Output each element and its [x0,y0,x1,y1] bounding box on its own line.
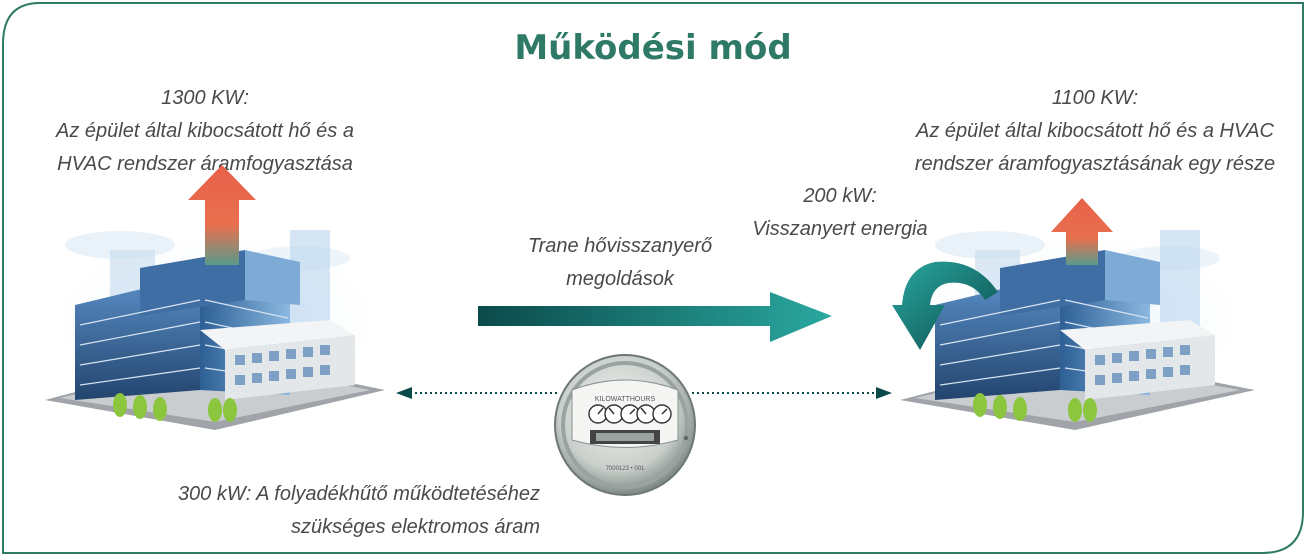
power-flow-arrows [396,387,892,399]
recovery-curl-arrow [892,261,998,350]
left-heat-arrow [188,165,256,265]
right-line2: rendszer áramfogyasztásának egy része [914,153,1276,175]
trane-solution-label: Trane hővisszanyerő megoldások [505,230,735,296]
left-line2: HVAC rendszer áramfogyasztása [57,153,353,175]
chiller-line1: 300 kW: A folyadékhűtő működtetéséhez [177,483,540,505]
recovered-value: 200 kW: [803,185,877,207]
diagram-title: Működési mód [514,28,792,68]
left-building-label: 1300 KW: Az épület által kibocsátott hő … [30,82,380,181]
trane-line1: Trane hővisszanyerő [527,235,713,257]
recovered-text: Visszanyert energia [752,218,928,240]
right-value: 1100 KW: [1051,87,1139,109]
meter-label: KILOWATTHOURS [595,396,656,403]
right-building-label: 1100 KW: Az épület által kibocsátott hő … [890,82,1300,181]
left-building-illustration [35,165,395,430]
electric-meter-icon: KILOWATTHOURS 7000123 • 001 [554,354,696,496]
chiller-power-label: 300 kW: A folyadékhűtő működtetéséhez sz… [100,478,540,544]
trane-line2: megoldások [566,268,674,290]
right-heat-arrow [1051,198,1113,265]
recovered-energy-label: 200 kW: Visszanyert energia [740,180,940,246]
right-line1: Az épület által kibocsátott hő és a HVAC [916,120,1274,142]
right-building-illustration [892,198,1260,430]
chiller-line2: szükséges elektromos áram [291,516,540,538]
left-line1: Az épület által kibocsátott hő és a [56,120,354,142]
heat-recovery-arrow [478,292,832,342]
meter-serial: 7000123 • 001 [606,466,645,472]
left-value: 1300 KW: [161,87,249,109]
